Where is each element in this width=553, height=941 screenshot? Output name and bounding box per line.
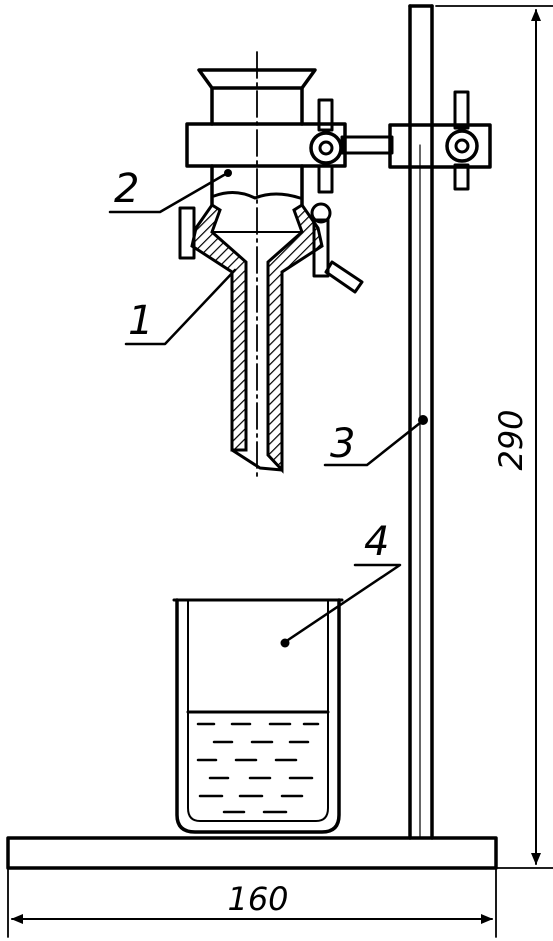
label-part-1: 1 bbox=[128, 298, 153, 344]
width-dimension: 160 bbox=[7, 867, 497, 938]
leader-lines bbox=[108, 173, 422, 642]
cylinder bbox=[197, 68, 317, 207]
liquid-level bbox=[186, 710, 330, 814]
cylinder-marker-dot bbox=[224, 169, 232, 177]
stand-rod bbox=[408, 4, 434, 840]
label-part-3: 3 bbox=[330, 421, 355, 467]
width-dimension-value: 160 bbox=[227, 880, 288, 918]
label-part-4: 4 bbox=[364, 519, 389, 565]
funnel-holder bbox=[185, 98, 347, 194]
beaker bbox=[172, 598, 344, 834]
height-dimension: 290 bbox=[435, 5, 553, 869]
label-part-2: 2 bbox=[114, 166, 139, 212]
base-plate bbox=[6, 836, 498, 870]
height-dimension-value: 290 bbox=[492, 409, 530, 470]
rod-clamp bbox=[340, 90, 492, 191]
